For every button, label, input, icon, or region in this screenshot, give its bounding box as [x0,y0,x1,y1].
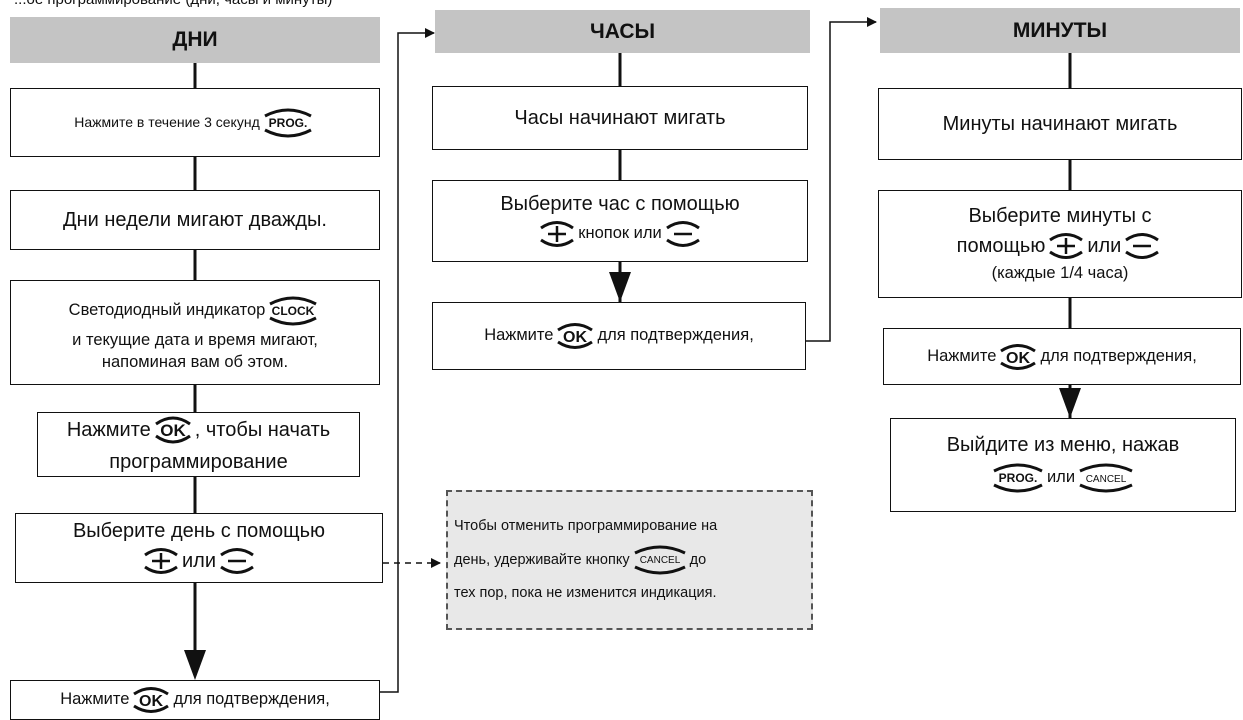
days-step-weekdays-blink: Дни недели мигают дважды. [10,190,380,250]
ok-button-icon: OK [998,340,1038,374]
plus-button-icon [1047,229,1085,263]
hours-step-confirm: Нажмите OK для подтверждения, [432,302,806,370]
note-line2-after: до [689,551,707,568]
svg-text:PROG.: PROG. [999,471,1038,485]
minutes-step-select-minutes: Выберите минуты с помощью или (каждые 1/… [878,190,1242,298]
minus-button-icon [1123,229,1161,263]
connector-hours-to-minutes [806,17,877,342]
hours-step3-before: Нажмите [484,326,554,345]
minutes-step2-line1: Выберите минуты с [968,205,1152,228]
days-step-confirm: Нажмите OK для подтверждения, [10,680,380,720]
ok-button-icon: OK [131,683,171,717]
svg-text:OK: OK [1006,350,1030,367]
minutes-step3-after: для подтверждения, [1040,346,1197,365]
days-step1-text: Нажмите в течение 3 секунд [74,114,260,131]
days-step-clock-led: Светодиодный индикатор CLOCK и текущие д… [10,280,380,385]
plus-button-icon [538,217,576,251]
header-minutes: МИНУТЫ [880,8,1240,53]
cancel-day-note: Чтобы отменить программирование на день,… [446,490,813,630]
minutes-step-exit-menu: Выйдите из меню, нажав PROG. или CANCEL [890,418,1236,512]
days-step6-after: для подтверждения, [173,690,330,709]
minutes-step4-or: или [1046,468,1076,487]
minutes-step-confirm: Нажмите OK для подтверждения, [883,328,1241,385]
svg-text:CLOCK: CLOCK [272,304,315,318]
svg-text:CANCEL: CANCEL [639,555,680,566]
days-step4-before: Нажмите [66,418,151,441]
minus-button-icon [664,217,702,251]
days-step5-or: или [181,550,216,572]
svg-text:OK: OK [563,329,587,346]
prog-button-icon: PROG. [991,458,1045,498]
arrowhead-days [184,650,206,680]
days-step-select-day: Выберите день с помощью или [15,513,383,583]
note-line3: тех пор, пока не изменится индикация. [454,585,717,601]
hours-step-blink: Часы начинают мигать [432,86,808,150]
arrowhead-hours [609,272,631,302]
header-days: ДНИ [10,17,380,63]
days-step4-line2: программирование [109,451,288,473]
minutes-step2-or: или [1087,235,1122,258]
days-step-start-programming: Нажмите OK , чтобы начать программирован… [37,412,360,477]
days-step6-before: Нажмите [60,690,130,709]
svg-text:CANCEL: CANCEL [1086,474,1127,485]
days-step4-after: , чтобы начать [194,418,331,441]
days-step3-line3: напоминая вам об этом. [101,352,289,371]
svg-text:PROG.: PROG. [268,116,307,130]
minutes-step2-line3: (каждые 1/4 часа) [991,264,1129,283]
hours-step2-line1: Выберите час с помощью [500,193,740,215]
note-line2-before: день, удерживайте кнопку [454,551,630,568]
cancel-button-icon: CANCEL [1077,458,1135,498]
header-hours: ЧАСЫ [435,10,810,53]
days-step3-line1: Светодиодный индикатор [68,301,266,320]
minutes-step1-text: Минуты начинают мигать [942,113,1178,135]
plus-button-icon [142,544,180,578]
minutes-step-blink: Минуты начинают мигать [878,88,1242,160]
days-step5-line1: Выберите день с помощью [72,520,326,542]
days-step-hold-prog: Нажмите в течение 3 секунд PROG. [10,88,380,157]
days-step3-line2: и текущие дата и время мигают, [72,331,318,350]
minus-button-icon [218,544,256,578]
hours-step3-after: для подтверждения, [597,326,754,345]
minutes-step4-line1: Выйдите из меню, нажав [946,434,1180,456]
hours-step1-text: Часы начинают мигать [514,107,726,129]
days-step2-text: Дни недели мигают дважды. [63,209,327,231]
minutes-step2-before: помощью [956,235,1046,258]
hours-step2-middle: кнопок или [578,224,662,243]
ok-button-icon: OK [153,412,193,448]
arrowhead-minutes [1059,388,1081,418]
connector-days-to-hours [380,28,435,693]
minutes-step3-before: Нажмите [927,346,997,365]
ok-button-icon: OK [555,319,595,353]
cancel-button-icon: CANCEL [632,541,688,579]
prog-button-icon: PROG. [262,103,314,143]
top-caption: ...ое программирование (дни, часы и мину… [14,0,332,8]
svg-text:OK: OK [160,421,186,440]
clock-button-icon: CLOCK [267,292,319,330]
svg-text:OK: OK [139,693,163,710]
note-line1: Чтобы отменить программирование на [454,518,718,534]
hours-step-select-hour: Выберите час с помощью кнопок или [432,180,808,262]
